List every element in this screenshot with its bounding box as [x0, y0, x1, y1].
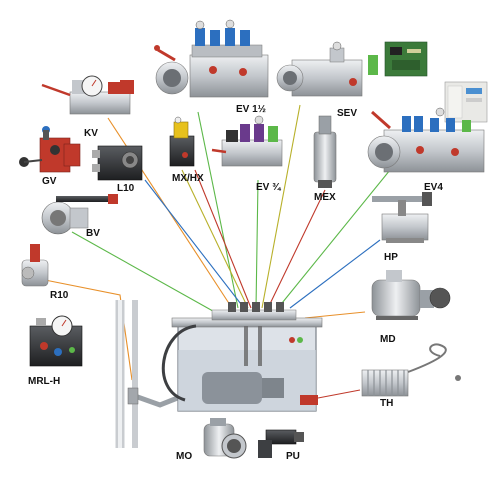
label-r10: R10 [50, 290, 69, 301]
line-hp [289, 239, 381, 309]
label-ev-3-4: EV ¾ [256, 182, 281, 193]
line-ev4 [277, 169, 391, 309]
label-md: MD [380, 334, 396, 345]
gv-valve-icon [19, 126, 81, 173]
electrical-cabinet-icon [444, 81, 488, 123]
mrl-h-block-icon [29, 315, 83, 367]
ev-valve-block-icon [154, 19, 269, 98]
label-pu: PU [286, 451, 300, 462]
th-heat-exchanger-icon [361, 343, 461, 397]
label-bv: BV [86, 228, 100, 239]
label-sev: SEV [337, 108, 358, 119]
label-mx-hx: MX/HX [172, 173, 204, 184]
line-ev34 [255, 179, 259, 309]
label-ev4: EV4 [424, 182, 443, 193]
line-bv [71, 231, 221, 316]
mex-cylinder-icon [313, 115, 337, 188]
ev34-valve-icon [211, 115, 283, 167]
bv-ball-valve-icon [41, 194, 118, 235]
mx-hx-valve-icon [169, 116, 195, 167]
label-mex: MEX [314, 192, 336, 203]
label-th: TH [380, 398, 394, 409]
ev4-valve-block-icon [367, 107, 485, 173]
line-l10 [144, 179, 245, 309]
line-sev [261, 104, 301, 309]
line-r10 [44, 279, 133, 381]
label-mrl-h: MRL-H [28, 376, 61, 387]
line-md [304, 311, 366, 319]
line-mex [267, 189, 326, 309]
kv-valve-icon [41, 75, 134, 115]
line-mx [181, 169, 249, 309]
label-mo: MO [176, 451, 193, 462]
l10-block-icon [92, 145, 143, 181]
label-kv: KV [84, 128, 98, 139]
hp-hand-pump-icon [372, 192, 432, 243]
md-motor-icon [371, 270, 451, 320]
label-l10: L10 [117, 183, 135, 194]
r10-regulator-icon [21, 244, 49, 287]
line-mx2 [194, 169, 252, 309]
label-ev-1-5: EV 1½ [236, 104, 267, 115]
mo-motor-icon [203, 418, 247, 459]
pipe-loop [115, 300, 186, 448]
pu-pump-icon [258, 429, 304, 458]
line-ev15 [197, 111, 239, 309]
hydraulic-tank-icon [161, 302, 323, 412]
label-hp: HP [384, 252, 398, 263]
line-th [317, 389, 361, 399]
sev-controller-icon [276, 41, 428, 97]
label-gv: GV [42, 176, 57, 187]
